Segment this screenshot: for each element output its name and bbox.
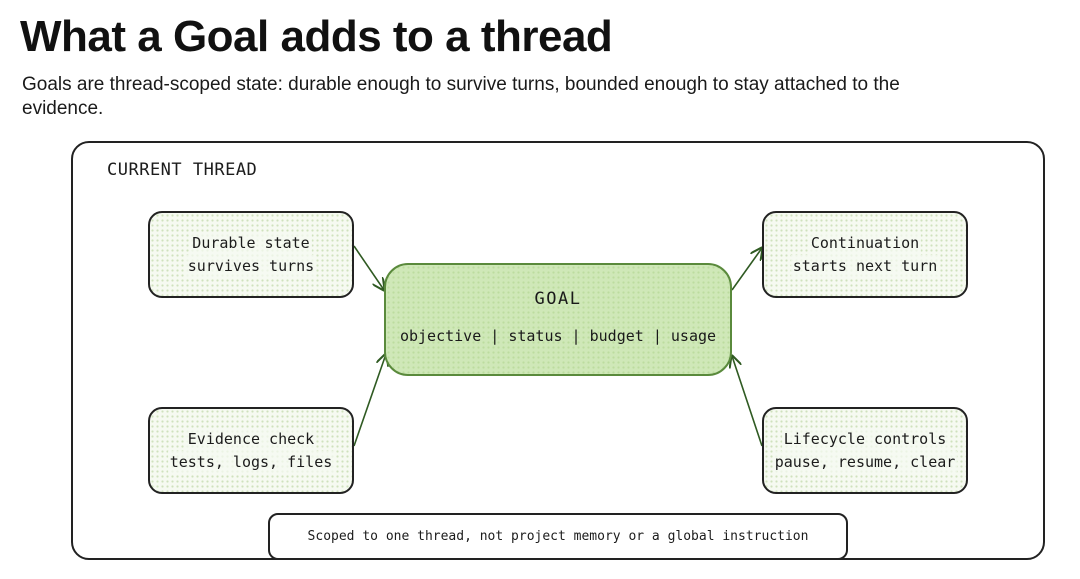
arrow-lifecycle-to-goal: [732, 356, 763, 447]
page-subtitle: Goals are thread-scoped state: durable e…: [22, 74, 900, 119]
evidence-check-node: Evidence check tests, logs, files: [148, 407, 354, 494]
goal-node: GOAL objective | status | budget | usage: [384, 263, 732, 376]
frame-label: CURRENT THREAD: [107, 160, 258, 180]
durable-state-detail: survives turns: [185, 254, 317, 278]
evidence-check-title: Evidence check: [185, 427, 317, 451]
page-title: What a Goal adds to a thread: [20, 12, 613, 61]
durable-state-title: Durable state: [190, 231, 312, 255]
lifecycle-controls-detail: pause, resume, clear: [772, 450, 958, 474]
arrow-evidence-to-goal: [353, 354, 386, 447]
durable-state-node: Durable state survives turns: [148, 211, 354, 298]
lifecycle-controls-node: Lifecycle controls pause, resume, clear: [762, 407, 968, 494]
scope-note: Scoped to one thread, not project memory…: [268, 513, 848, 560]
continuation-title: Continuation: [808, 231, 922, 255]
arrow-durable-to-goal: [353, 245, 384, 290]
goal-fields: objective | status | budget | usage: [399, 327, 717, 345]
continuation-detail: starts next turn: [790, 254, 940, 278]
continuation-node: Continuation starts next turn: [762, 211, 968, 298]
evidence-check-detail: tests, logs, files: [167, 450, 335, 474]
lifecycle-controls-title: Lifecycle controls: [781, 427, 949, 451]
arrow-goal-to-continuation: [731, 248, 762, 291]
goal-title: GOAL: [534, 289, 582, 309]
